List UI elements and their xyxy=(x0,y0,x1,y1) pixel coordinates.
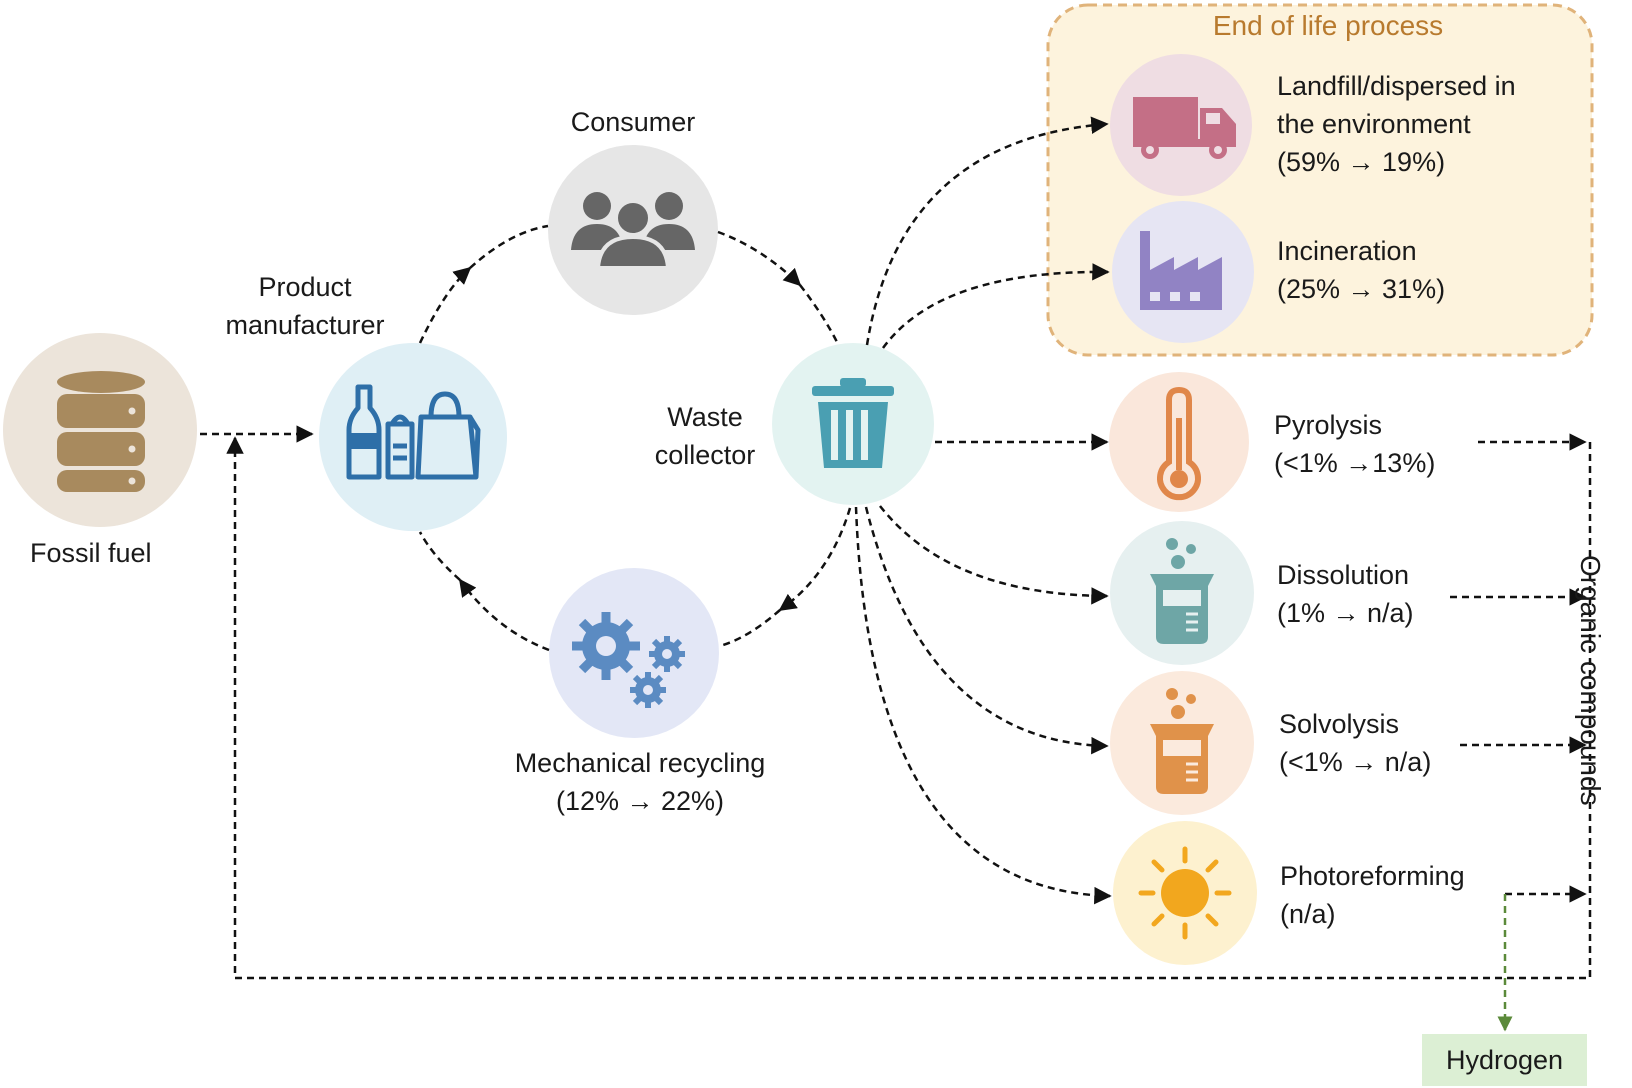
product-manufacturer-label: Product manufacturer xyxy=(225,272,385,340)
recycling-circle xyxy=(549,568,719,738)
gears-icon xyxy=(572,612,685,708)
solvolysis-label: Solvolysis (<1% → n/a) xyxy=(1279,709,1432,777)
fossil-fuel-circle xyxy=(3,333,197,527)
sun-icon xyxy=(1138,846,1232,940)
dissolution-label: Dissolution (1% → n/a) xyxy=(1277,560,1414,628)
organic-compounds-label: Organic compounds xyxy=(1575,555,1606,806)
landfill-label: Landfill/dispersed in the environment (5… xyxy=(1277,71,1516,177)
mechanical-recycling-label: Mechanical recycling (12% → 22%) xyxy=(514,748,766,816)
products-icon xyxy=(346,384,481,480)
factory-icon xyxy=(1140,231,1222,310)
fossil-fuel-label: Fossil fuel xyxy=(30,538,152,568)
flow-arrows xyxy=(200,116,1592,980)
waste-collector-label: Waste collector xyxy=(654,402,756,470)
flask-icon xyxy=(1150,688,1214,794)
thermometer-icon xyxy=(1157,386,1201,501)
database-icon xyxy=(57,371,145,492)
consumer-label: Consumer xyxy=(570,107,696,137)
photoreforming-label: Photoreforming (n/a) xyxy=(1280,861,1465,929)
people-icon xyxy=(571,192,695,270)
beaker-icon xyxy=(1150,538,1214,644)
truck-icon xyxy=(1133,97,1236,159)
incineration-label: Incineration (25% → 31%) xyxy=(1277,236,1446,304)
hydrogen-box: Hydrogen xyxy=(1422,1034,1587,1086)
trash-can-icon xyxy=(812,378,894,468)
end-of-life-title: End of life process xyxy=(1212,10,1444,41)
pyrolysis-label: Pyrolysis (<1% →13%) xyxy=(1274,410,1436,478)
